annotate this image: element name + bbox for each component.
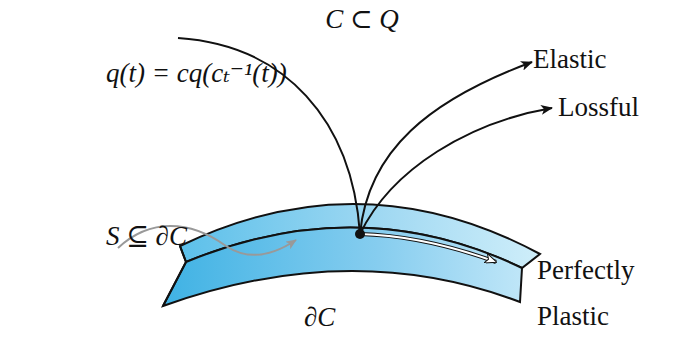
- elastic-arrow: [360, 62, 532, 234]
- title: C ⊂ Q: [325, 4, 399, 35]
- set-label: S ⊆ ∂C: [106, 221, 187, 252]
- surface-left-edge: [163, 246, 186, 306]
- boundary-label: ∂C: [304, 302, 335, 333]
- plastic-arrow-inner: [360, 234, 496, 262]
- contact-point: [355, 229, 365, 239]
- outcome-label: Lossful: [558, 92, 639, 123]
- outcome-label: Perfectly Plastic: [537, 247, 667, 339]
- outcome-label: Elastic: [533, 44, 606, 75]
- plastic-arrow: [360, 234, 496, 262]
- lossful-arrow: [360, 108, 552, 234]
- equation-label: q(t) = cq(cₜ⁻¹(t)): [106, 58, 287, 89]
